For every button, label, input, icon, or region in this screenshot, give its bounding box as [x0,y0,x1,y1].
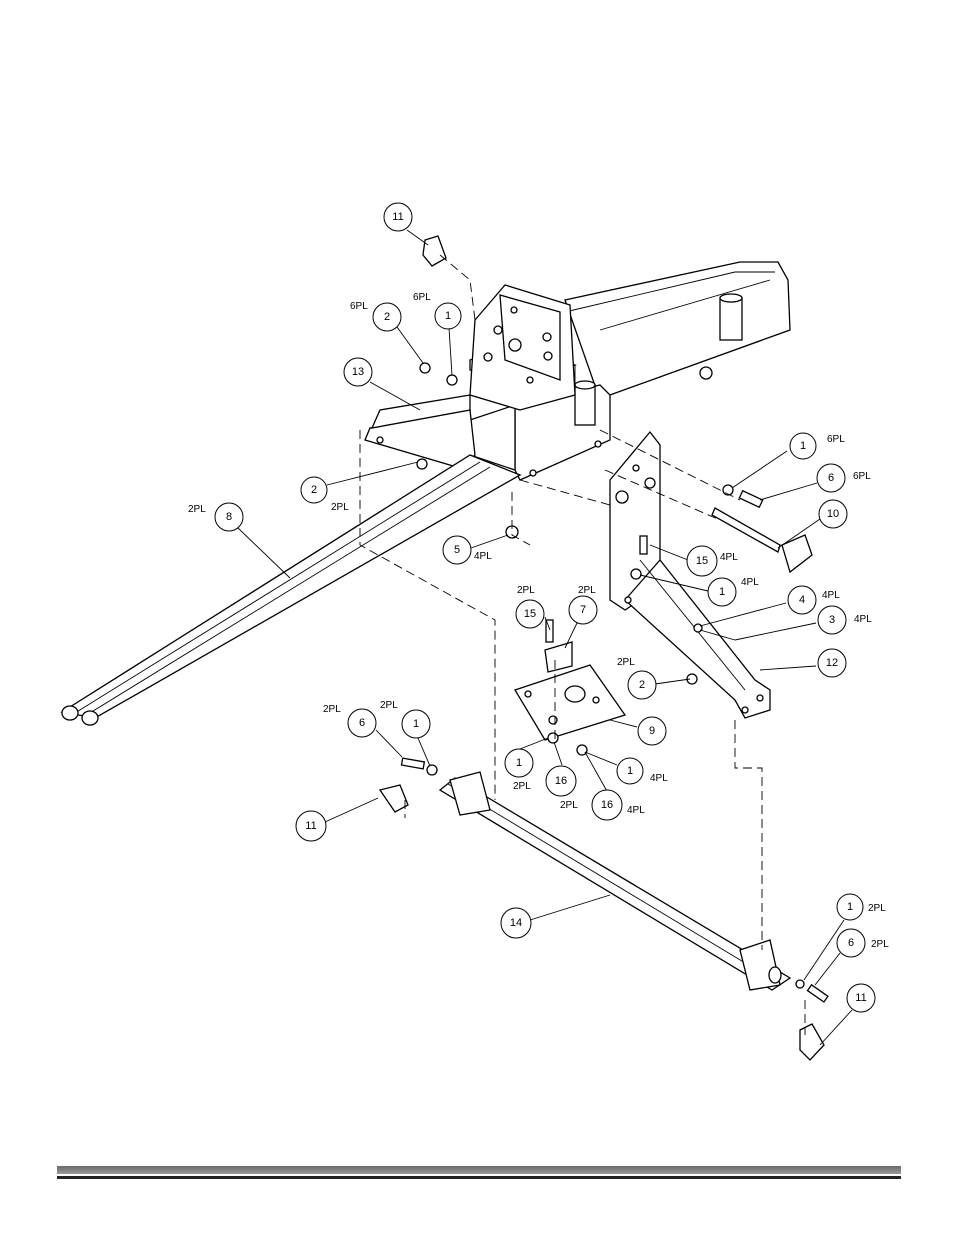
balloon-1: 1 [504,748,534,778]
balloon-1: 1 [789,432,817,460]
hydraulic-hoses [60,454,522,726]
qty-note: 4PL [720,552,738,563]
alignment-lines [359,254,806,1035]
leader-lines [237,229,853,1046]
qty-note: 2PL [871,939,889,950]
balloon-15: 15 [515,599,545,629]
svg-text:2: 2 [311,484,317,496]
hitch-plate [469,284,576,411]
qty-note: 2PL [517,585,535,596]
svg-text:1: 1 [627,765,633,777]
svg-text:15: 15 [696,555,708,567]
balloon-9: 9 [637,716,667,746]
balloon-15: 15 [686,545,718,577]
balloon-1: 1 [616,757,644,785]
qty-note: 2PL [188,504,206,515]
svg-text:11: 11 [855,992,866,1004]
qty-note: 4PL [822,590,840,601]
qty-note: 2PL [868,903,886,914]
svg-text:7: 7 [580,604,586,616]
qty-note: 2PL [560,800,578,811]
balloon-10: 10 [818,499,848,529]
svg-text:13: 13 [352,366,364,378]
qty-note: 4PL [854,614,872,625]
balloon-16: 16 [591,789,623,821]
balloon-2: 2 [627,670,657,700]
balloon-6: 6 [347,708,377,738]
svg-text:1: 1 [445,310,451,322]
svg-text:1: 1 [847,901,853,913]
qty-note: 4PL [474,551,492,562]
balloon-6: 6 [836,928,866,958]
qty-note: 2PL [380,700,398,711]
svg-text:12: 12 [826,657,838,669]
qty-note: 6PL [853,471,871,482]
qty-note: 6PL [350,301,368,312]
balloon-2: 2 [372,302,402,332]
qty-note: 4PL [650,773,668,784]
balloon-13: 13 [343,357,373,387]
balloon-16: 16 [545,765,577,797]
qty-note: 4PL [627,805,645,816]
balloon-11: 11 [383,202,413,232]
balloon-3: 3 [817,605,847,635]
svg-text:6: 6 [848,937,854,949]
svg-text:8: 8 [226,511,232,523]
qty-note: 4PL [741,577,759,588]
balloon-14: 14 [500,907,532,939]
hardware [378,235,829,1061]
svg-text:1: 1 [413,718,419,730]
qty-note: 2PL [617,657,635,668]
balloon-1: 1 [836,893,864,921]
svg-text:9: 9 [649,725,655,737]
qty-note: 2PL [513,781,531,792]
svg-text:3: 3 [829,614,835,626]
balloon-2: 2 [300,476,328,504]
qty-note: 6PL [827,434,845,445]
right-arm-bracket [609,430,771,719]
lower-tube [438,771,792,991]
balloon-4: 4 [787,585,817,615]
svg-text:6: 6 [828,472,834,484]
balloon-1: 1 [434,302,462,330]
svg-text:6: 6 [359,717,365,729]
svg-text:16: 16 [555,775,567,787]
svg-text:2: 2 [639,679,645,691]
svg-text:16: 16 [601,799,613,811]
qty-note: 2PL [323,704,341,715]
balloon-12: 12 [817,648,847,678]
balloon-11: 11 [295,810,327,842]
svg-text:11: 11 [305,820,316,832]
qty-note: 6PL [413,292,431,303]
mount-plate [514,641,627,741]
svg-text:10: 10 [827,508,839,520]
svg-text:5: 5 [454,544,460,556]
svg-text:15: 15 [524,608,536,620]
svg-text:2: 2 [384,311,390,323]
balloon-5: 5 [442,535,472,565]
callout-balloons: 11 2 1 13 2 8 5 1 6 10 15 1 4 3 15 7 12 … [214,202,876,1013]
svg-text:1: 1 [800,440,806,452]
quantity-notes: 6PL 6PL 2PL 2PL 4PL 6PL 6PL 4PL 4PL 4PL … [188,292,889,950]
balloon-7: 7 [568,595,598,625]
balloon-1: 1 [401,709,431,739]
qty-note: 2PL [331,502,349,513]
qty-note: 2PL [578,585,596,596]
footer-rule [57,1166,901,1179]
svg-text:1: 1 [719,586,725,598]
svg-text:1: 1 [516,757,522,769]
balloon-6: 6 [816,463,846,493]
left-bracket [364,394,476,469]
balloon-11: 11 [846,983,876,1013]
svg-text:4: 4 [799,594,805,606]
balloon-8: 8 [214,502,244,532]
svg-text:11: 11 [392,211,403,223]
balloon-1: 1 [707,577,737,607]
svg-text:14: 14 [510,917,522,929]
